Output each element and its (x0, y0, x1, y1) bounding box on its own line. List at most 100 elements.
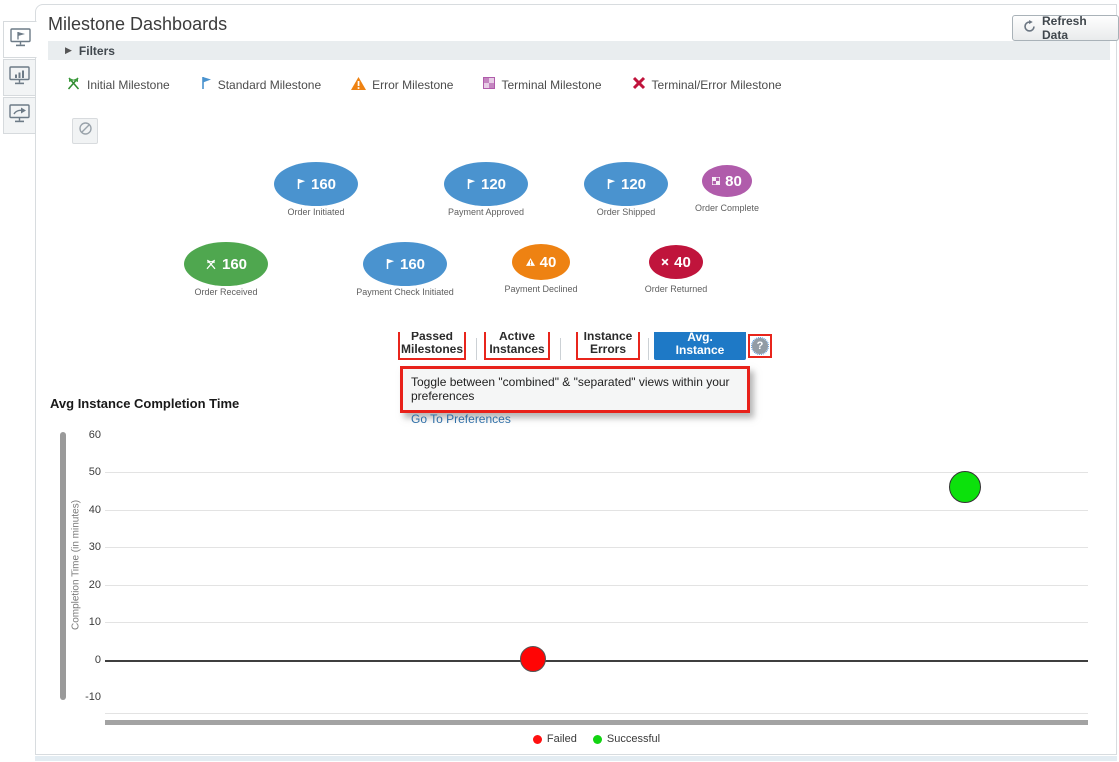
y-tick: 0 (94, 654, 101, 666)
flag-icon (386, 259, 395, 269)
milestone-label: Order Returned (644, 284, 708, 294)
chart-bottom-line (105, 713, 1088, 714)
tab-passed-milestones[interactable]: Passed Milestones (398, 332, 466, 360)
legend-item-standard: Standard Milestone (200, 76, 321, 93)
flag-icon (297, 179, 306, 189)
y-tick: 40 (88, 504, 101, 516)
y-tick: 60 (88, 429, 101, 441)
legend-item-error: Error Milestone (351, 76, 454, 93)
tooltip-text: Toggle between "combined" & "separated" … (411, 375, 730, 403)
checkered-square-icon (712, 177, 721, 185)
tab-separator (560, 338, 561, 360)
legend-label: Successful (606, 733, 661, 745)
flag-icon (607, 179, 616, 189)
monitor-share-icon (9, 103, 30, 128)
tab-avg-instance[interactable]: Avg. Instance (654, 332, 746, 360)
legend-label: Standard Milestone (217, 77, 322, 92)
preferences-tooltip: Toggle between "combined" & "separated" … (400, 366, 750, 426)
tab-label-line: Passed (410, 332, 454, 343)
warning-triangle-icon (525, 258, 535, 266)
monitor-flag-icon (9, 27, 31, 52)
legend-item-initial: Initial Milestone (66, 76, 170, 93)
data-point-failed[interactable] (520, 646, 546, 672)
checkered-square-icon (483, 77, 496, 92)
milestone-label: Payment Check Initiated (356, 287, 454, 297)
flag-icon (200, 76, 212, 93)
red-dot-icon (532, 734, 542, 744)
sidebar-item-export-dashboard[interactable] (3, 97, 36, 134)
milestone-bubble-order-complete[interactable]: 80 (702, 165, 752, 197)
crossed-flags-icon (66, 76, 81, 93)
milestone-label: Payment Declined (504, 284, 578, 294)
expand-arrow-icon: ▶ (65, 45, 72, 55)
milestone-bubble-order-initiated[interactable]: 160 (274, 162, 358, 206)
question-mark-icon: ? (751, 337, 769, 355)
tab-label-line: Errors (589, 342, 627, 356)
legend-label: Error Milestone (372, 77, 454, 92)
milestone-count: 160 (310, 175, 337, 193)
tab-separator (476, 338, 477, 360)
milestone-label: Payment Approved (447, 207, 525, 217)
milestone-bubble-order-received[interactable]: 160 (184, 242, 268, 286)
slash-circle-button[interactable] (72, 118, 98, 144)
page-title: Milestone Dashboards (48, 14, 228, 34)
refresh-icon (1023, 20, 1036, 36)
legend-item-terminal: Terminal Milestone (483, 77, 602, 92)
milestone-label: Order Complete (694, 203, 760, 213)
legend-label: Terminal Milestone (501, 77, 602, 92)
tab-label-line: Avg. (687, 332, 713, 344)
milestone-label: Order Initiated (287, 207, 345, 217)
tab-instance-errors[interactable]: Instance Errors (576, 332, 640, 360)
data-point-successful[interactable] (949, 471, 981, 503)
milestone-count: 40 (539, 253, 557, 271)
tab-label-line: Instances (489, 342, 545, 356)
milestone-type-legend: Initial Milestone Standard Milestone Err… (66, 76, 782, 93)
sidebar-item-chart-dashboard[interactable] (3, 59, 36, 96)
y-tick: 10 (88, 616, 101, 628)
milestone-count: 120 (620, 175, 647, 193)
flag-icon (467, 179, 476, 189)
legend-label: Terminal/Error Milestone (651, 77, 782, 92)
sidebar-item-milestone-dashboard[interactable] (3, 21, 37, 58)
legend-label: Initial Milestone (87, 77, 170, 92)
x-icon (661, 258, 669, 266)
gridline (105, 547, 1088, 548)
horizontal-scrollbar[interactable] (105, 720, 1088, 725)
milestone-count: 80 (725, 172, 742, 190)
legend-item-successful: Successful (592, 733, 661, 745)
bottom-divider (35, 756, 1117, 761)
milestone-count: 40 (674, 253, 691, 271)
milestone-label: Order Shipped (596, 207, 656, 217)
tab-active-instances[interactable]: Active Instances (484, 332, 550, 360)
chart-title: Avg Instance Completion Time (50, 396, 240, 411)
vertical-scrollbar[interactable] (60, 432, 66, 700)
milestone-bubble-order-shipped[interactable]: 120 (584, 162, 668, 206)
crossed-flags-icon (206, 259, 216, 270)
gridline (105, 622, 1088, 623)
legend-label: Failed (546, 733, 577, 745)
milestone-bubble-order-returned[interactable]: 40 (649, 245, 703, 279)
milestone-count: 160 (399, 255, 426, 273)
warning-triangle-icon (351, 76, 367, 93)
tab-label-line: Instance (583, 332, 633, 343)
milestone-bubble-payment-check-initiated[interactable]: 160 (363, 242, 447, 286)
gridline (105, 510, 1088, 511)
slash-circle-icon (78, 122, 92, 140)
green-dot-icon (592, 734, 602, 744)
tab-separator (648, 338, 649, 360)
go-to-preferences-link[interactable]: Go To Preferences (411, 412, 511, 426)
filters-expander[interactable]: ▶ Filters (48, 41, 1110, 60)
monitor-chart-icon (9, 65, 30, 90)
y-tick: 20 (88, 579, 101, 591)
milestone-bubble-payment-approved[interactable]: 120 (444, 162, 528, 206)
refresh-data-button[interactable]: Refresh Data (1012, 14, 1119, 42)
y-tick: -10 (85, 691, 101, 703)
zero-axis-line (105, 660, 1088, 662)
x-icon (632, 76, 646, 93)
legend-item-failed: Failed (532, 733, 577, 745)
milestone-bubble-payment-declined[interactable]: 40 (512, 244, 570, 280)
y-tick: 30 (88, 541, 101, 553)
chart-legend: Failed Successful (105, 733, 1088, 745)
help-button[interactable]: ? (748, 334, 772, 358)
